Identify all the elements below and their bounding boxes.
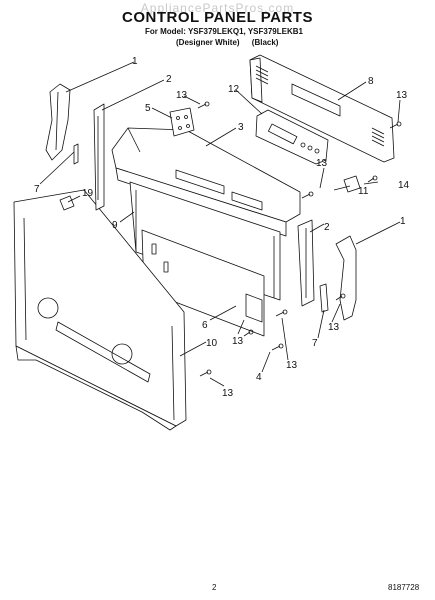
callout-labels: 1 2 13 5 12 3 8 13 7 19 13 11 14 9 2 1 6… — [34, 56, 410, 399]
callout-2-right: 2 — [324, 222, 330, 233]
callout-19: 19 — [82, 188, 94, 199]
callout-13-lower-right: 13 — [328, 322, 340, 333]
callout-7-right: 7 — [312, 338, 318, 349]
callout-10: 10 — [206, 338, 218, 349]
part-right-side-bracket — [297, 219, 315, 307]
callout-1-right: 1 — [400, 216, 406, 227]
callout-7-left: 7 — [34, 184, 40, 195]
page-title: CONTROL PANEL PARTS — [122, 9, 313, 26]
part-rear-bracket — [249, 54, 395, 163]
variant-black: (Black) — [251, 38, 279, 47]
part-control-console — [111, 127, 301, 237]
leader-lines — [39, 61, 401, 387]
callout-13-top: 13 — [176, 90, 188, 101]
callout-13-lower-left: 13 — [232, 336, 244, 347]
part-control-board — [255, 109, 329, 165]
part-small-clip-left — [59, 143, 79, 211]
page-number: 2 — [212, 583, 217, 592]
callout-6: 6 — [202, 320, 208, 331]
part-right-endcap — [335, 235, 357, 321]
callout-8: 8 — [368, 76, 374, 87]
callout-13-bottom: 13 — [222, 388, 234, 399]
callout-5: 5 — [145, 103, 151, 114]
variant-white: (Designer White) — [176, 38, 240, 47]
callout-13-right-top: 13 — [396, 90, 408, 101]
callout-3: 3 — [238, 122, 244, 133]
callout-11: 11 — [358, 186, 369, 197]
callout-4: 4 — [256, 372, 262, 383]
part-small-bracket-right — [319, 283, 329, 313]
model-variants: (Designer White) (Black) — [176, 38, 288, 47]
part-small-plate — [169, 107, 195, 137]
part-clip-11-14 — [343, 175, 361, 193]
callout-13-mid: 13 — [316, 158, 328, 169]
callout-12: 12 — [228, 84, 240, 95]
document-number: 8187728 — [388, 583, 420, 592]
model-subtitle: For Model: YSF379LEKQ1, YSF379LEKB1 — [145, 27, 303, 36]
part-back-panel — [13, 189, 187, 431]
part-left-side-bracket — [93, 103, 105, 211]
callout-14: 14 — [398, 180, 410, 191]
watermark: AppliancePartsPros.com — [140, 1, 295, 15]
part-left-endcap — [45, 83, 71, 161]
callout-2-left: 2 — [166, 74, 172, 85]
screws — [197, 101, 402, 377]
callout-1-left: 1 — [132, 56, 138, 67]
callout-9: 9 — [112, 220, 118, 231]
callout-13-bottom-right: 13 — [286, 360, 298, 371]
